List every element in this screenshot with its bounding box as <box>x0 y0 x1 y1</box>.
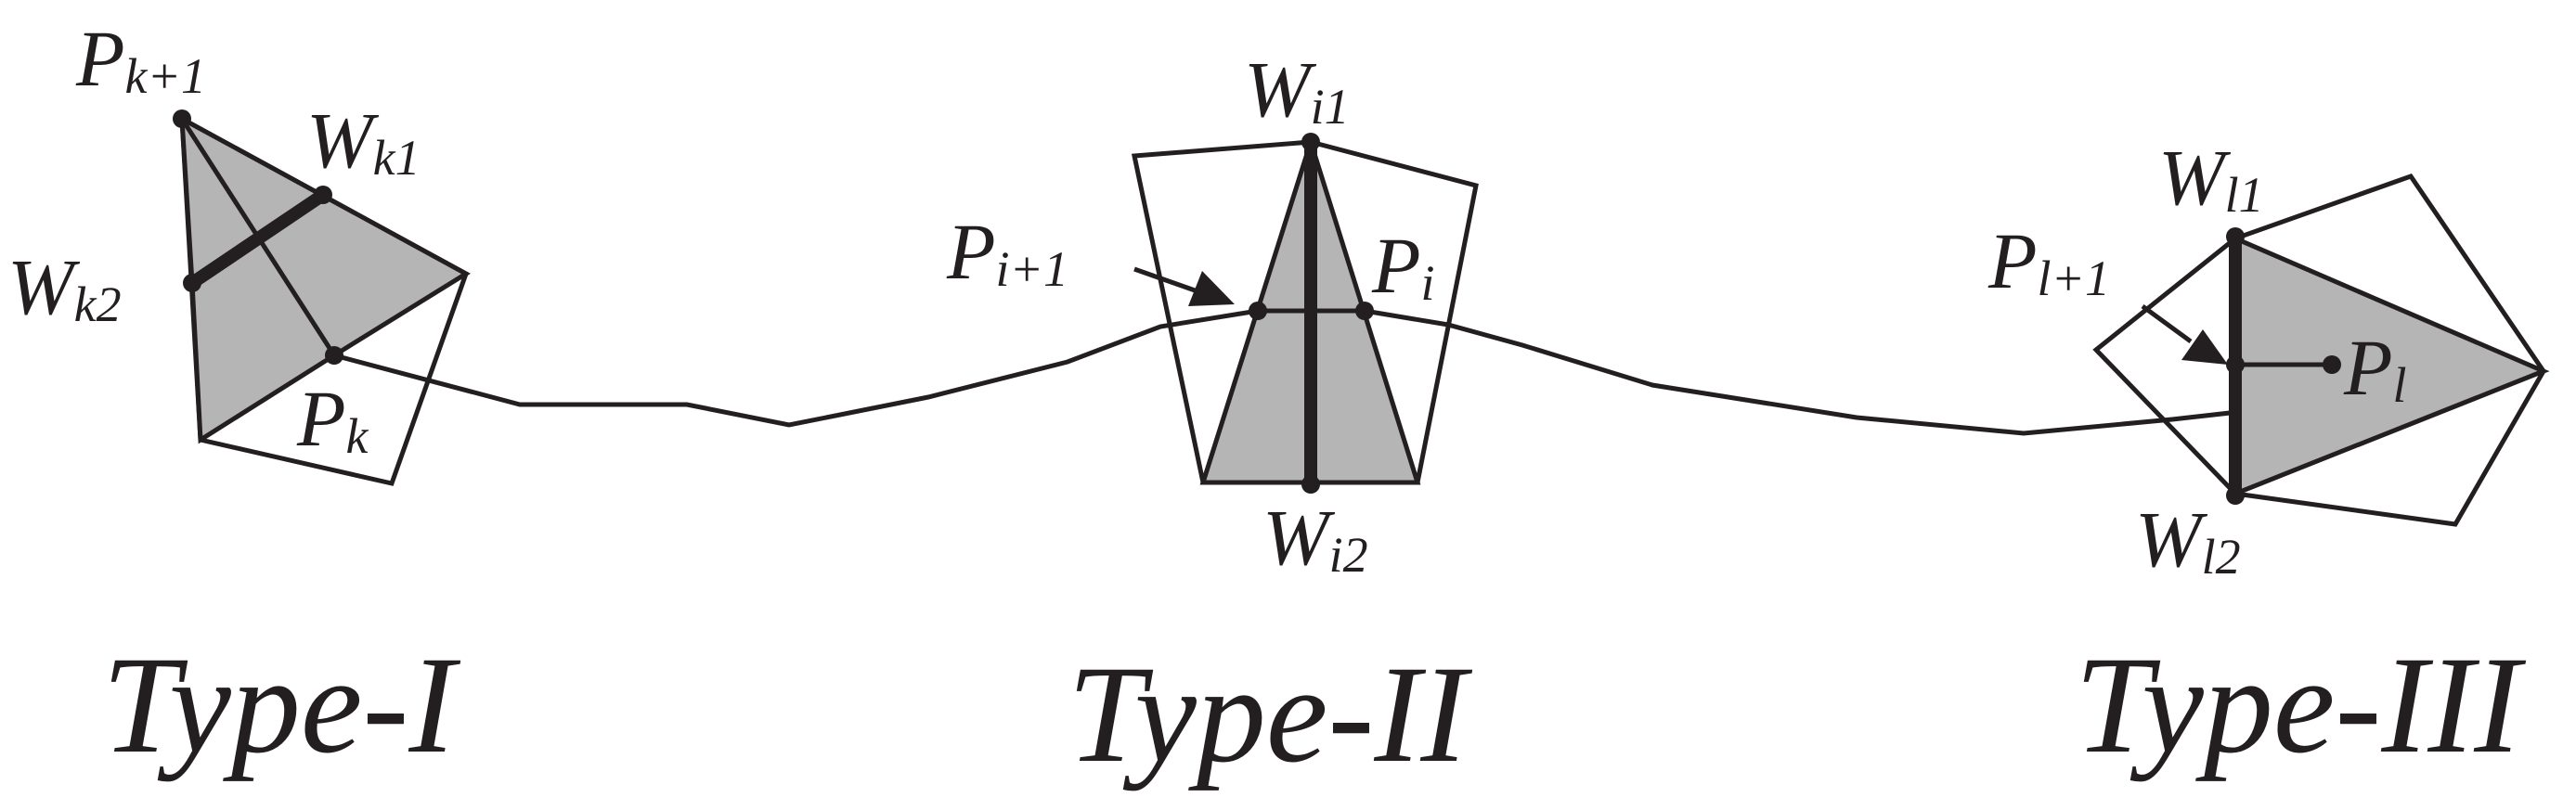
type-iii-label-w1: Wl1 <box>2158 133 2264 223</box>
type-ii-point-p-next <box>1249 302 1267 320</box>
type-i-point-p-next <box>173 109 191 128</box>
type-ii-label-w2: Wi2 <box>1262 493 1368 583</box>
type-ii-label-w1: Wi1 <box>1244 45 1350 135</box>
type-ii-label-p: Pi <box>1371 221 1435 311</box>
type-i-figure <box>173 109 471 486</box>
type-iii-point-p <box>2323 355 2341 374</box>
type-iii-arrowhead-icon <box>2181 329 2228 365</box>
type-ii-point-w2 <box>1301 475 1320 494</box>
type-iii-label-w2: Wl2 <box>2135 495 2241 585</box>
type-i-point-p <box>325 346 343 365</box>
type-i-point-w2 <box>183 274 201 292</box>
type-ii-arrowhead-icon <box>1188 271 1235 306</box>
type-i-label-p: Pk <box>296 374 369 464</box>
type-iii-arrow-shaft <box>2141 303 2193 344</box>
type-iii-point-p-next <box>2226 355 2245 374</box>
type-iii-label-p-next: Pl+1 <box>1987 216 2110 306</box>
type-i-thick-segment <box>188 189 327 289</box>
type-iii-window-outline <box>2092 173 2546 527</box>
type-iii-point-w2 <box>2226 486 2245 505</box>
type-i-label-w1: Wk1 <box>306 96 421 186</box>
type-ii-arrow-shaft <box>1133 266 1198 294</box>
caption-type-iii: Type-III <box>2075 628 2526 782</box>
type-i-shaded-triangle <box>179 114 471 444</box>
trajectory-curve <box>333 308 2247 436</box>
caption-type-ii: Type-II <box>1068 637 1472 791</box>
type-iii-figure <box>2092 173 2550 527</box>
caption-type-i: Type-I <box>102 628 460 782</box>
type-ii-label-p-next: Pi+1 <box>946 207 1068 297</box>
type-ii-point-p <box>1355 302 1374 320</box>
type-iii-label-p: Pl <box>2343 323 2407 413</box>
type-i-point-w1 <box>314 186 332 204</box>
type-iii-point-w1 <box>2226 227 2245 246</box>
type-ii-figure <box>1131 133 1479 494</box>
type-i-label-w2: Wk2 <box>7 242 122 332</box>
type-ii-window-outline <box>1131 139 1479 485</box>
type-i-label-p-next: Pk+1 <box>75 14 206 104</box>
type-ii-point-w1 <box>1301 133 1320 151</box>
